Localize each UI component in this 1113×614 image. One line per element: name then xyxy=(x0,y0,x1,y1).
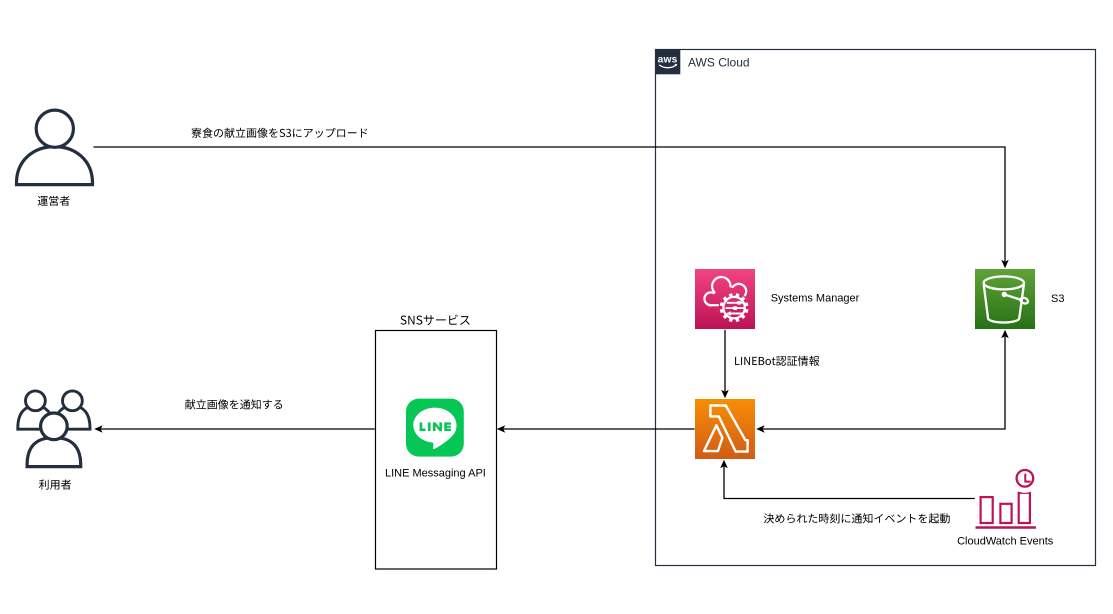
svg-text:Systems Manager: Systems Manager xyxy=(771,292,860,304)
svg-text:aws: aws xyxy=(658,55,678,66)
svg-text:LINE Messaging API: LINE Messaging API xyxy=(385,468,486,480)
svg-text:CloudWatch Events: CloudWatch Events xyxy=(957,536,1054,548)
svg-text:S3: S3 xyxy=(1051,293,1064,305)
svg-text:AWS Cloud: AWS Cloud xyxy=(688,56,750,70)
